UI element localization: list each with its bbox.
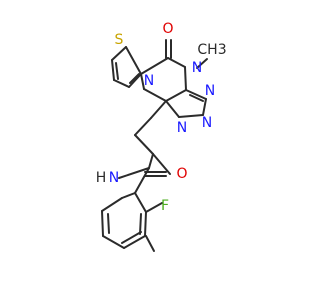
methyl-nitrogen-label: N <box>192 60 202 76</box>
fluorine-label: F <box>161 198 169 214</box>
molecule-structure-diagram: S O N CH3 N N N N O H N F <box>95 21 227 252</box>
atom-labels: S O N CH3 N N N N O H N F <box>96 21 227 214</box>
amide-oxygen-label: O <box>176 166 187 182</box>
triazole-n2-label: N <box>202 115 212 131</box>
amide-nitrogen-label: N <box>109 170 119 186</box>
sulfur-label: S <box>115 32 124 48</box>
triazole-ring <box>165 89 207 118</box>
carbonyl-oxygen-label: O <box>162 21 173 37</box>
triazole-n1-label: N <box>205 83 215 99</box>
triazole-n3-label: N <box>177 120 187 136</box>
fluoro-methyl-phenyl-ring <box>101 192 163 252</box>
amide-hydrogen-label: H <box>96 170 107 186</box>
methyl-group-label: CH3 <box>197 42 226 58</box>
butanamide-chain <box>118 100 171 194</box>
bridgehead-nitrogen-label: N <box>144 73 154 89</box>
thiophene-ring <box>111 46 142 88</box>
pyrimidinone-ring <box>140 39 208 102</box>
